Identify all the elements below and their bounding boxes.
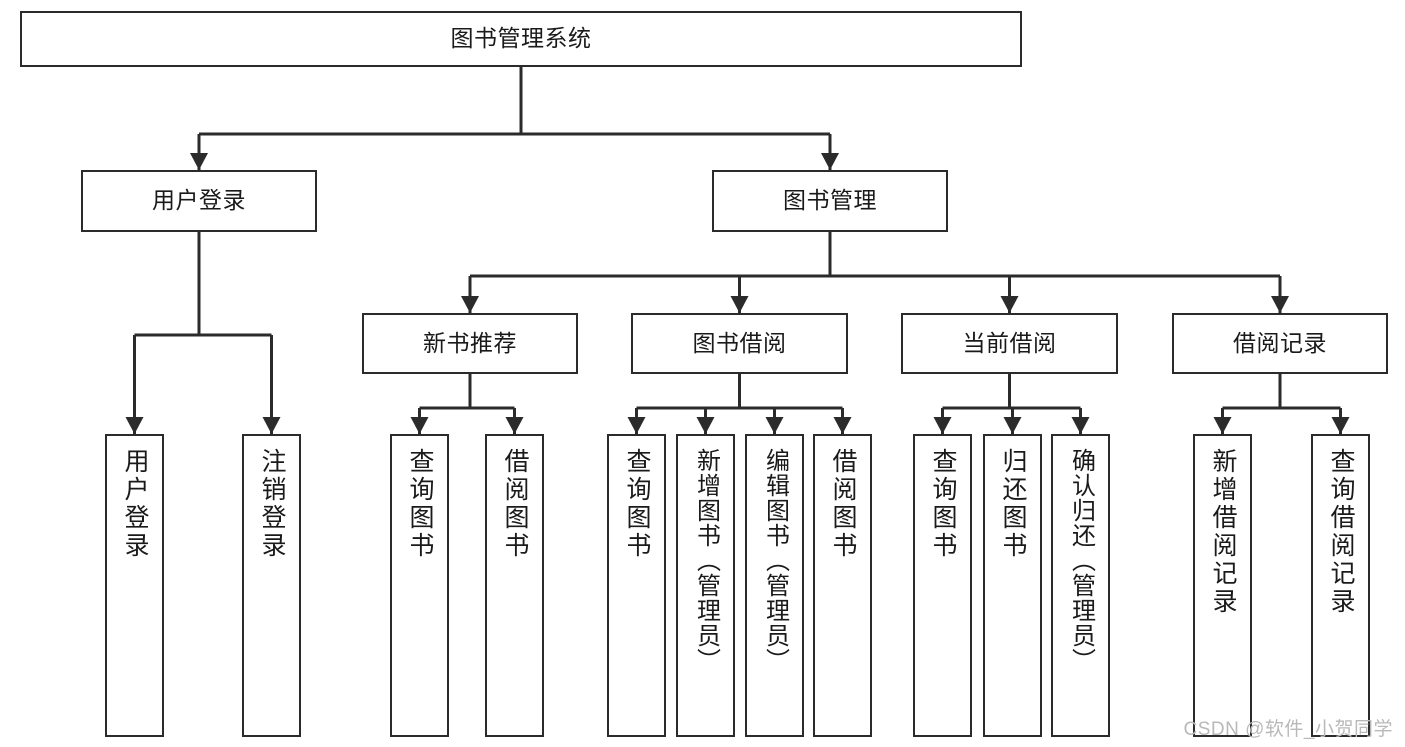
arrowhead <box>1213 417 1232 434</box>
node-label: 编辑图书（管理员） <box>761 448 789 673</box>
arrowhead <box>833 417 852 434</box>
node-leaf-add-book: 新增图书（管理员） <box>676 434 735 737</box>
arrowhead <box>125 417 144 434</box>
node-label: 查询图书 <box>623 448 651 560</box>
node-new-book-rec: 新书推荐 <box>362 313 578 374</box>
arrowhead <box>627 417 646 434</box>
arrowhead <box>1071 417 1090 434</box>
arrowhead <box>933 417 952 434</box>
arrowhead <box>262 417 281 434</box>
arrowhead <box>410 417 429 434</box>
node-leaf-confirm-return: 确认归还（管理员） <box>1051 434 1110 737</box>
node-label: 查询图书 <box>406 448 434 560</box>
node-leaf-add-record: 新增借阅记录 <box>1193 434 1252 737</box>
node-label: 图书借阅 <box>692 329 787 356</box>
node-label: 借阅记录 <box>1233 329 1327 356</box>
arrowhead <box>190 153 208 170</box>
node-leaf-edit-book: 编辑图书（管理员） <box>745 434 804 737</box>
node-root: 图书管理系统 <box>20 11 1022 67</box>
arrowhead <box>1003 417 1022 434</box>
arrowhead <box>1331 417 1350 434</box>
node-label: 新增借阅记录 <box>1209 448 1237 616</box>
arrowhead <box>696 417 715 434</box>
node-leaf-return-book: 归还图书 <box>983 434 1042 737</box>
node-label: 用户登录 <box>121 448 149 560</box>
node-label: 借阅图书 <box>501 448 529 560</box>
node-label: 查询借阅记录 <box>1327 448 1355 616</box>
arrowhead <box>730 296 749 313</box>
node-leaf-query-record: 查询借阅记录 <box>1311 434 1370 737</box>
node-leaf-logout: 注销登录 <box>242 434 301 737</box>
node-leaf-borrow-book-2: 借阅图书 <box>813 434 872 737</box>
node-label: 新增图书（管理员） <box>692 448 720 673</box>
node-label: 查询图书 <box>929 448 957 560</box>
node-current-borrow: 当前借阅 <box>901 313 1118 374</box>
node-leaf-query-book-1: 查询图书 <box>390 434 449 737</box>
watermark-label: CSDN @软件_小贺同学 <box>1183 719 1393 740</box>
node-user-login: 用户登录 <box>81 170 317 232</box>
node-label: 用户登录 <box>152 187 246 214</box>
node-borrow-record: 借阅记录 <box>1172 313 1388 374</box>
node-book-borrow: 图书借阅 <box>631 313 848 374</box>
arrowhead <box>1271 296 1289 313</box>
arrowhead <box>821 153 839 170</box>
arrowhead <box>505 417 524 434</box>
node-label: 图书管理 <box>783 187 877 214</box>
node-leaf-borrow-book-1: 借阅图书 <box>485 434 544 737</box>
node-label: 确认归还（管理员） <box>1067 448 1095 673</box>
arrowhead <box>1000 296 1019 313</box>
arrowhead <box>765 417 784 434</box>
node-label: 图书管理系统 <box>450 25 592 52</box>
arrowhead <box>461 296 479 313</box>
node-leaf-user-login: 用户登录 <box>105 434 164 737</box>
node-label: 借阅图书 <box>829 448 857 560</box>
node-leaf-query-book-2: 查询图书 <box>607 434 666 737</box>
node-label: 新书推荐 <box>423 329 517 356</box>
node-book-manage: 图书管理 <box>712 170 948 232</box>
node-label: 注销登录 <box>258 448 286 560</box>
node-leaf-query-book-3: 查询图书 <box>913 434 972 737</box>
node-label: 当前借阅 <box>962 329 1057 356</box>
node-label: 归还图书 <box>999 448 1027 560</box>
